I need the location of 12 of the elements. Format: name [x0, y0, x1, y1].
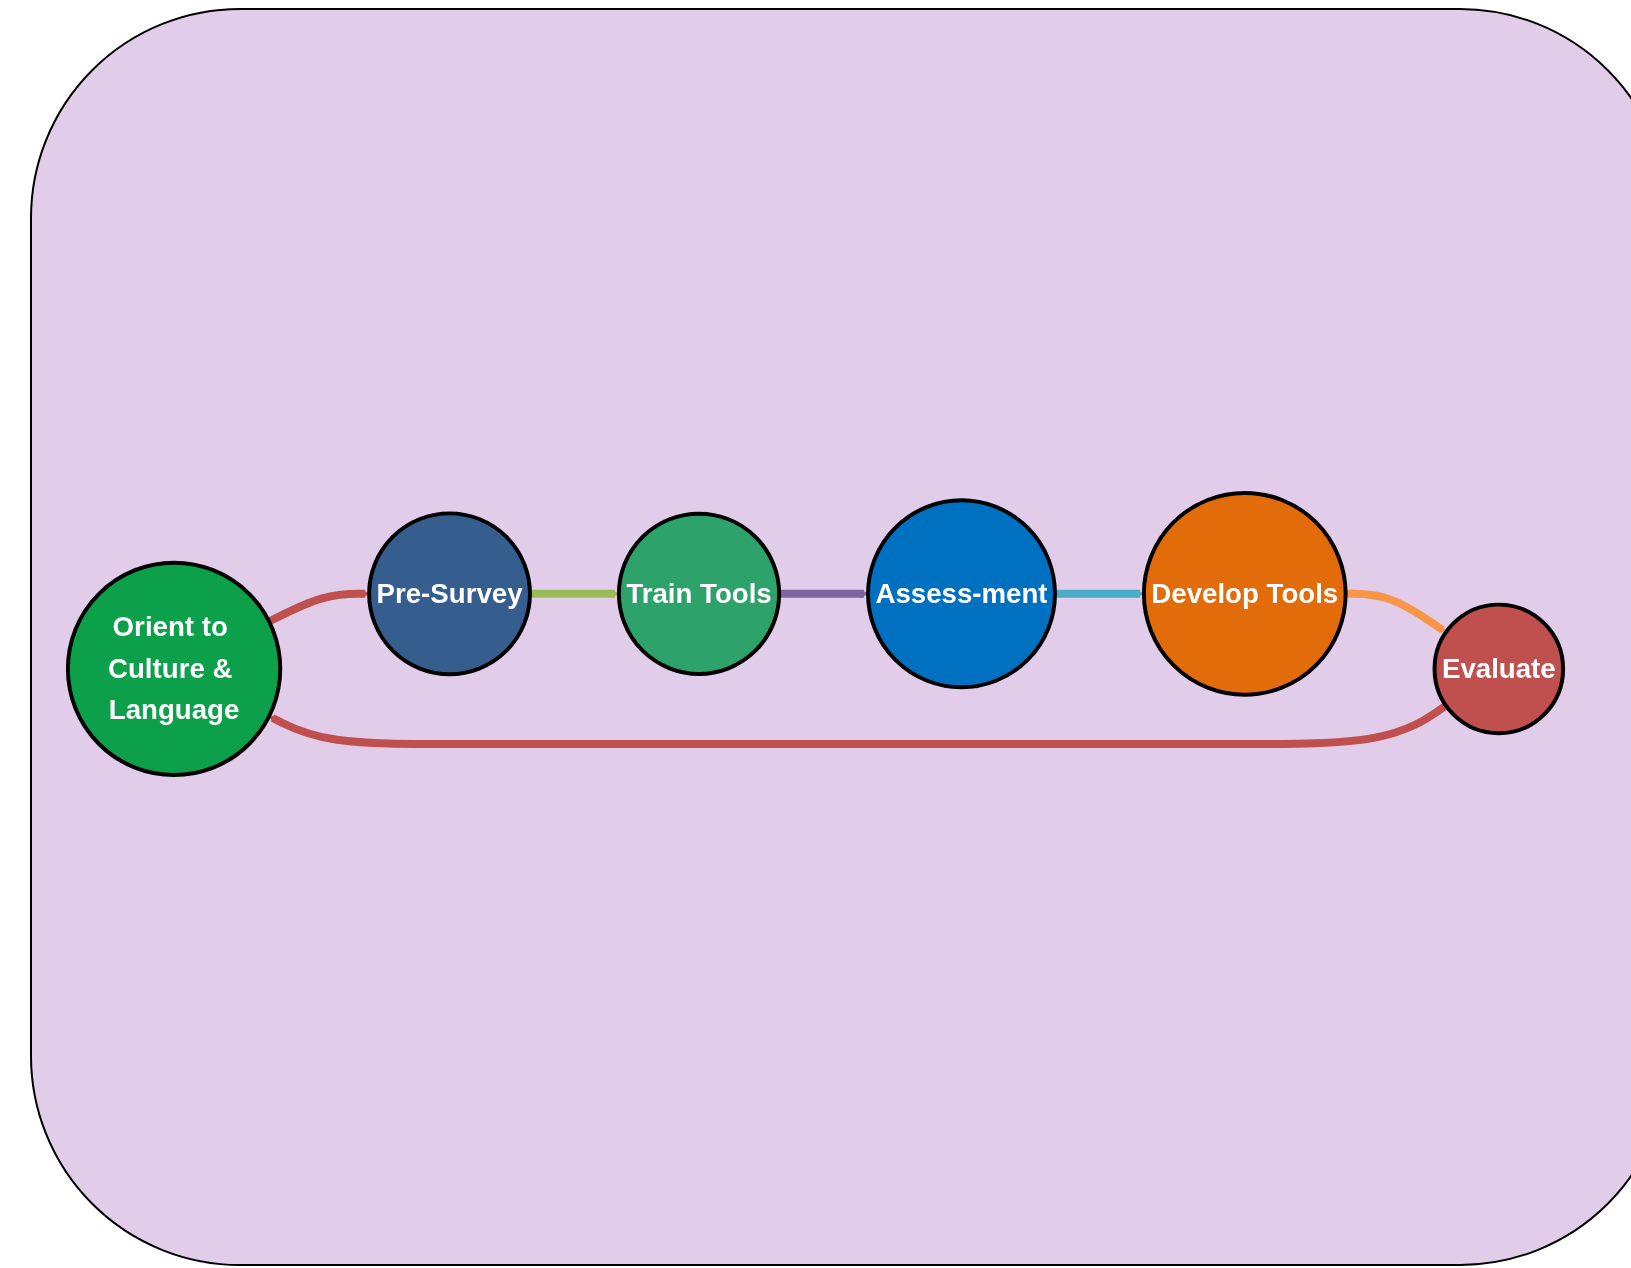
node-circle: Pre-Survey	[367, 511, 532, 677]
arrow	[268, 702, 1449, 748]
arrow	[779, 589, 869, 599]
arrow	[267, 589, 370, 626]
node-circle: Train Tools	[616, 511, 782, 676]
node-circle: Develop Tools	[1141, 490, 1348, 697]
node-circle: Evaluate	[1432, 602, 1566, 736]
node-circle: Assess-ment	[866, 498, 1057, 690]
node-circle: Orient to Culture & Language	[65, 560, 283, 778]
arrow	[1345, 589, 1447, 634]
arrow	[1055, 589, 1145, 599]
arrow	[530, 589, 620, 599]
